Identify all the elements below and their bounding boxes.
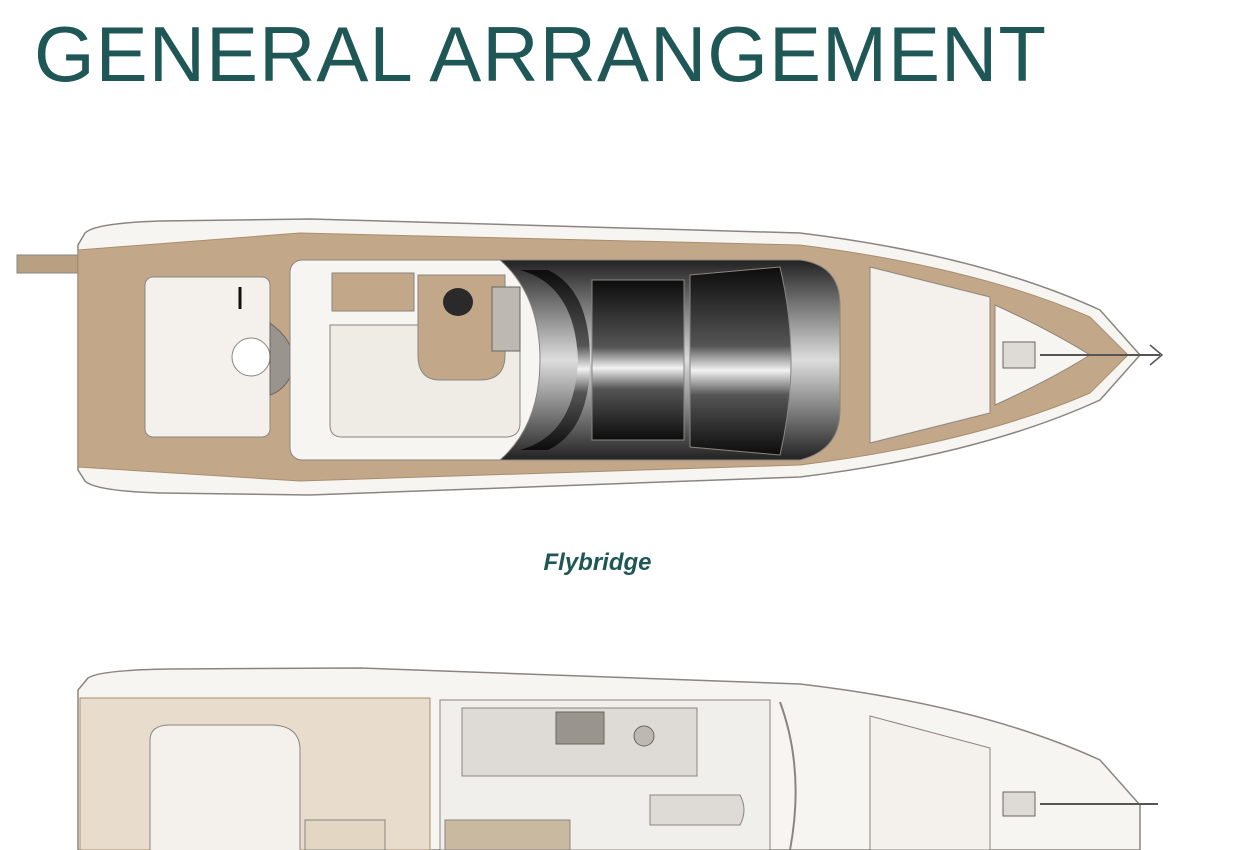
- glass-panel-fwd: [689, 266, 792, 456]
- flybridge-plan-drawing: [16, 218, 1164, 496]
- salon-sofa: [444, 819, 571, 850]
- galley-appliance: [555, 711, 605, 745]
- main-deck-plan-drawing: [77, 667, 1158, 850]
- foredeck-sunpad: [869, 266, 991, 444]
- windscreen: [779, 701, 797, 850]
- galley-sink: [633, 725, 655, 747]
- aft-seat-block: [304, 819, 386, 850]
- fwd-cockpit: [869, 715, 991, 850]
- glass-panel-aft: [520, 270, 590, 450]
- fly-seat: [443, 288, 473, 316]
- aft-table: [231, 337, 271, 377]
- page-title: GENERAL ARRANGEMENT: [34, 10, 1047, 98]
- main-anchor-hatch: [1002, 791, 1036, 817]
- fly-stairs: [331, 272, 415, 312]
- plan-caption-flybridge: Flybridge: [543, 549, 652, 576]
- stairs-down: [649, 794, 745, 826]
- fly-table: [417, 274, 506, 381]
- aft-sofa: [149, 724, 301, 850]
- fly-console: [491, 286, 521, 352]
- glass-panel-mid: [591, 279, 685, 441]
- anchor-hatch: [1002, 341, 1036, 369]
